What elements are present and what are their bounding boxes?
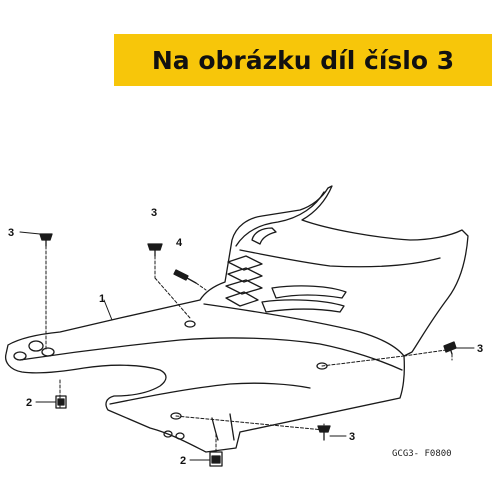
diagram-code: GCG3- F0800 bbox=[392, 449, 452, 459]
callout-label: 4 bbox=[176, 237, 183, 249]
callout-label: 3 bbox=[8, 227, 14, 239]
callout-label: 1 bbox=[99, 293, 105, 305]
screw-3-top-left bbox=[39, 233, 53, 247]
floor-panel bbox=[4, 185, 469, 453]
callout-label: 3 bbox=[349, 431, 355, 443]
callout-label: 2 bbox=[26, 397, 32, 409]
bolt-4 bbox=[173, 269, 197, 284]
screw-3-right bbox=[443, 341, 457, 355]
callout-ticks bbox=[19, 231, 475, 461]
clip-nut-2-left bbox=[55, 395, 67, 409]
screw-3-top-middle bbox=[147, 243, 163, 257]
clip-nut-2-bottom bbox=[209, 451, 223, 467]
callout-label: 3 bbox=[477, 343, 483, 355]
leader-lines bbox=[45, 245, 453, 453]
banner-text: Na obrázku díl číslo 3 bbox=[151, 45, 455, 75]
callout-label: 2 bbox=[180, 455, 186, 467]
callout-label: 3 bbox=[151, 207, 157, 219]
part-number-banner: Na obrázku díl číslo 3 bbox=[114, 34, 492, 86]
